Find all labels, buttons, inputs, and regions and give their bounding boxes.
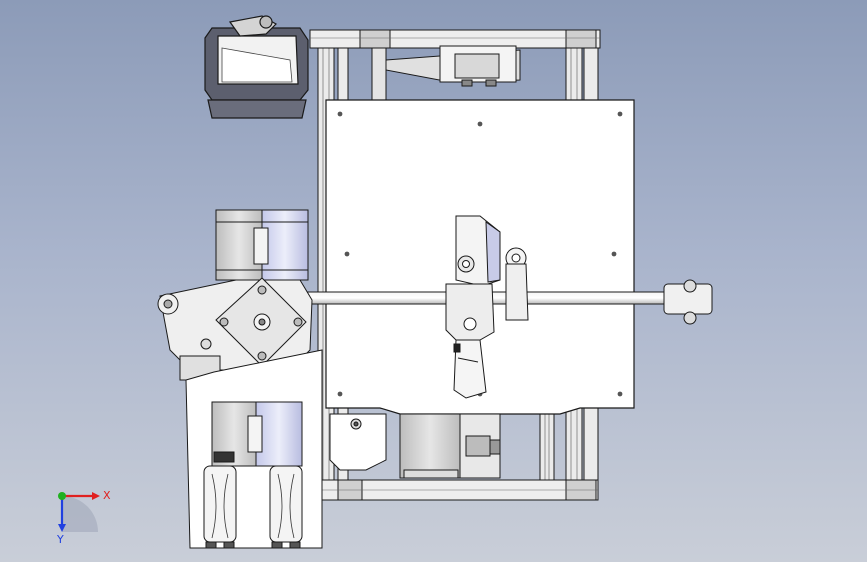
left-z-motor-upper: [215, 209, 309, 281]
x-rod-end-clamp: [663, 279, 713, 325]
triad-origin: [58, 492, 66, 500]
y-axis-label: Y: [56, 533, 64, 546]
extruder-assembly: [157, 277, 313, 381]
z-couplers: [203, 465, 303, 549]
bottom-left-bracket: [329, 413, 387, 471]
bottom-frame-beam: [315, 479, 599, 501]
top-left-bracket: [204, 15, 309, 119]
x-axis-label: X: [103, 489, 111, 502]
axis-triad: X Y: [56, 489, 111, 546]
bottom-y-motor: [399, 413, 501, 479]
print-head-carriage: [445, 215, 529, 399]
top-y-motor-mount: [385, 45, 521, 87]
top-frame-beam: [309, 29, 601, 101]
